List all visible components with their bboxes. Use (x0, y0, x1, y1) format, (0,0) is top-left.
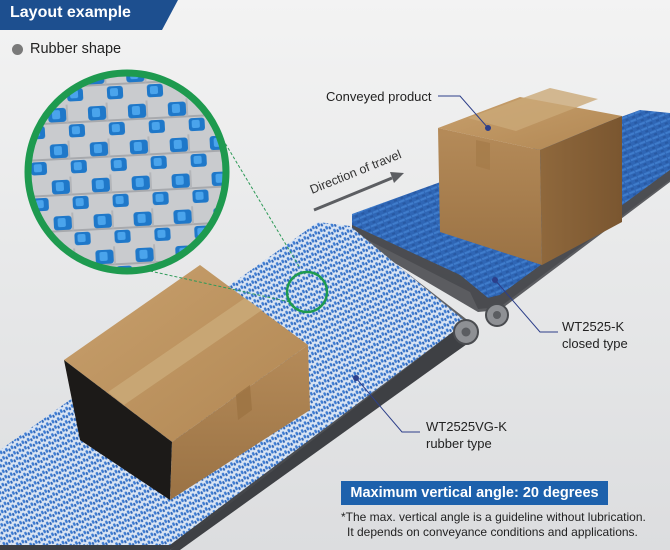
max-angle-badge: Maximum vertical angle: 20 degrees (341, 481, 608, 505)
magnifier-inset (24, 69, 329, 314)
footnote-line-1: *The max. vertical angle is a guideline … (341, 510, 646, 524)
rubber-type-model: WT2525VG-K (426, 419, 507, 434)
inset-heading: Rubber shape (12, 41, 121, 57)
direction-label: Direction of travel (308, 147, 403, 196)
header-tab-shape (0, 0, 178, 30)
conveyed-product-label: Conveyed product (326, 89, 432, 104)
page-title: Layout example (10, 4, 131, 21)
inset-heading-text: Rubber shape (30, 41, 122, 57)
header-tab: Layout example (0, 0, 178, 30)
conveyed-box-incline (64, 265, 310, 500)
closed-type-model: WT2525-K (562, 319, 625, 334)
footnote: *The max. vertical angle is a guideline … (341, 510, 646, 540)
conveyed-box-upper (438, 88, 622, 265)
footnote-line-2: It depends on conveyance conditions and … (347, 525, 638, 539)
bullet-icon (12, 43, 23, 55)
rubber-type-label: WT2525VG-K rubber type (426, 418, 507, 452)
closed-type-label: WT2525-K closed type (562, 318, 628, 352)
closed-type-desc: closed type (562, 336, 628, 351)
callout-leaders (353, 95, 558, 433)
rubber-type-desc: rubber type (426, 436, 492, 451)
